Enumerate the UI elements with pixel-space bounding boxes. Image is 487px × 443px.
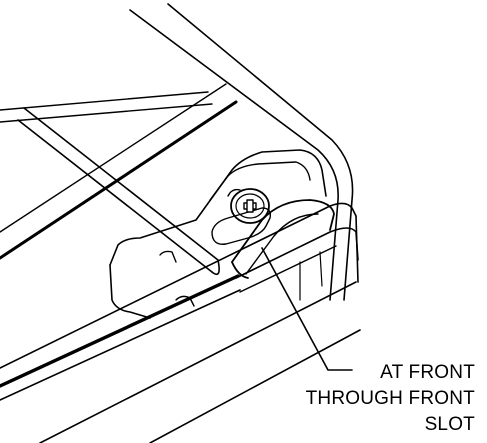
callout-line-1: AT FRONT xyxy=(380,362,475,383)
front-rail xyxy=(0,202,361,443)
front-rod xyxy=(17,107,220,276)
callout-line-2: THROUGH FRONT xyxy=(305,388,475,409)
callout-leader xyxy=(261,247,353,371)
wire-shelf-frame xyxy=(0,3,354,301)
callout-line-3: SLOT xyxy=(424,414,475,435)
phillips-screw xyxy=(230,188,270,224)
shelf-support-bracket xyxy=(109,149,327,319)
callout-label: AT FRONT THROUGH FRONT SLOT xyxy=(175,360,475,438)
